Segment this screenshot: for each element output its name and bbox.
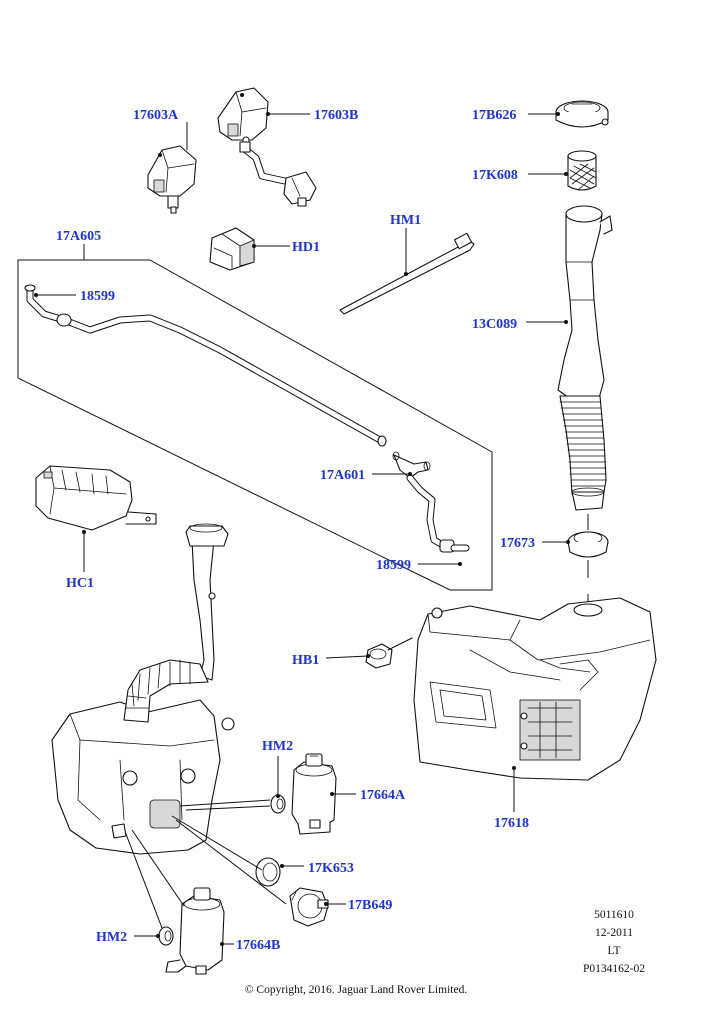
bracket-HC1 (35, 465, 157, 531)
part-labels: 17603A 17603B 17B626 17K608 17A605 HD1 H… (56, 108, 535, 953)
label-HC1: HC1 (66, 576, 94, 591)
label-HD1: HD1 (292, 240, 320, 255)
reservoir-left (51, 523, 235, 855)
leader-lines (34, 112, 570, 946)
meta-date: 12-2011 (595, 927, 633, 939)
label-17618: 17618 (494, 816, 529, 831)
label-HM2-upper: HM2 (262, 739, 293, 754)
bolt-HB1 (365, 637, 413, 669)
label-17673: 17673 (500, 536, 535, 551)
filler-neck-13C089 (557, 205, 613, 511)
label-HM2-lower: HM2 (96, 930, 127, 945)
washer-jet-17603A (147, 145, 197, 214)
copyright-notice: © Copyright, 2016. Jaguar Land Rover Lim… (245, 984, 468, 996)
label-17A601: 17A601 (320, 468, 365, 483)
meta-number: 5011610 (594, 909, 634, 921)
filter-17K608 (567, 150, 597, 191)
hose-assembly-17A605 (24, 284, 470, 553)
label-17664B: 17664B (236, 938, 280, 953)
filler-cap-17B626 (555, 100, 609, 128)
reservoir-17618 (413, 597, 657, 781)
label-17B649: 17B649 (348, 898, 392, 913)
clip-HD1 (209, 227, 255, 271)
label-18599-upper: 18599 (80, 289, 115, 304)
label-17K608: 17K608 (472, 168, 518, 183)
label-HM1: HM1 (390, 213, 421, 228)
label-HB1: HB1 (292, 653, 319, 668)
pump-17664B (165, 887, 225, 975)
label-17603B: 17603B (314, 108, 358, 123)
cable-tie-HM1 (339, 232, 475, 315)
washer-jet-17603B (217, 87, 317, 207)
label-17664A: 17664A (360, 788, 406, 803)
meta-ref: P0134162-02 (583, 963, 645, 975)
label-18599-lower: 18599 (376, 558, 411, 573)
grommet-17673 (567, 531, 609, 558)
label-17A605: 17A605 (56, 229, 101, 244)
pump-17664A (291, 753, 337, 835)
label-17603A: 17603A (133, 108, 179, 123)
diagram-meta: 5011610 12-2011 LT P0134162-02 (583, 909, 645, 975)
label-17B626: 17B626 (472, 108, 516, 123)
grommet-HM2-lower (158, 926, 174, 946)
label-13C089: 13C089 (472, 317, 517, 332)
grommet-17K653 (255, 857, 281, 887)
hose-assembly-frame (17, 259, 493, 591)
meta-code: LT (608, 945, 621, 957)
pump-17B649 (289, 887, 329, 927)
label-17K653: 17K653 (308, 861, 354, 876)
